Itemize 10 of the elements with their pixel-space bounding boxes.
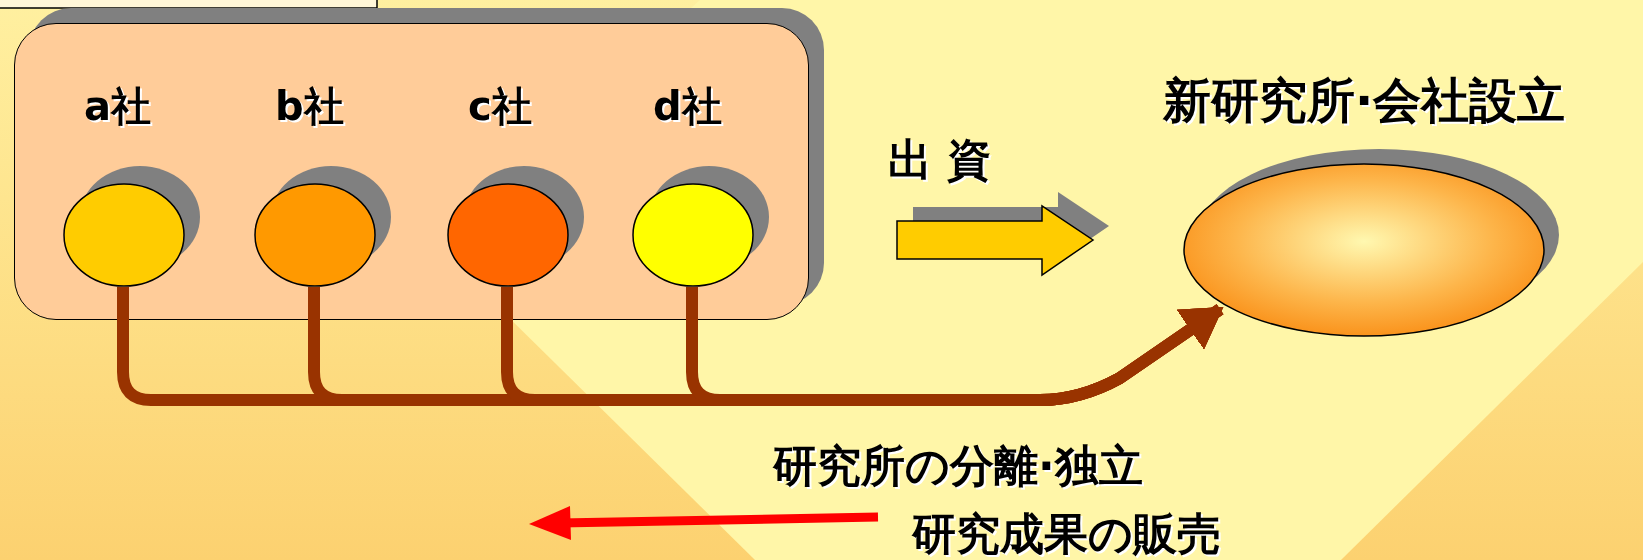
edge-label: 出 資 (888, 138, 992, 182)
edge-label: 研究所の分離·独立 (773, 444, 1143, 488)
connector-arrow (686, 287, 1224, 406)
block-arrow (896, 192, 1109, 277)
company-label: b社 (275, 86, 344, 126)
company-label: a社 (84, 86, 151, 126)
heading: 新研究所·会社設立 (1161, 76, 1567, 124)
company-label: d社 (653, 86, 722, 126)
note: 研究成果の販売 (912, 512, 1221, 556)
company-label: c社 (468, 86, 532, 126)
